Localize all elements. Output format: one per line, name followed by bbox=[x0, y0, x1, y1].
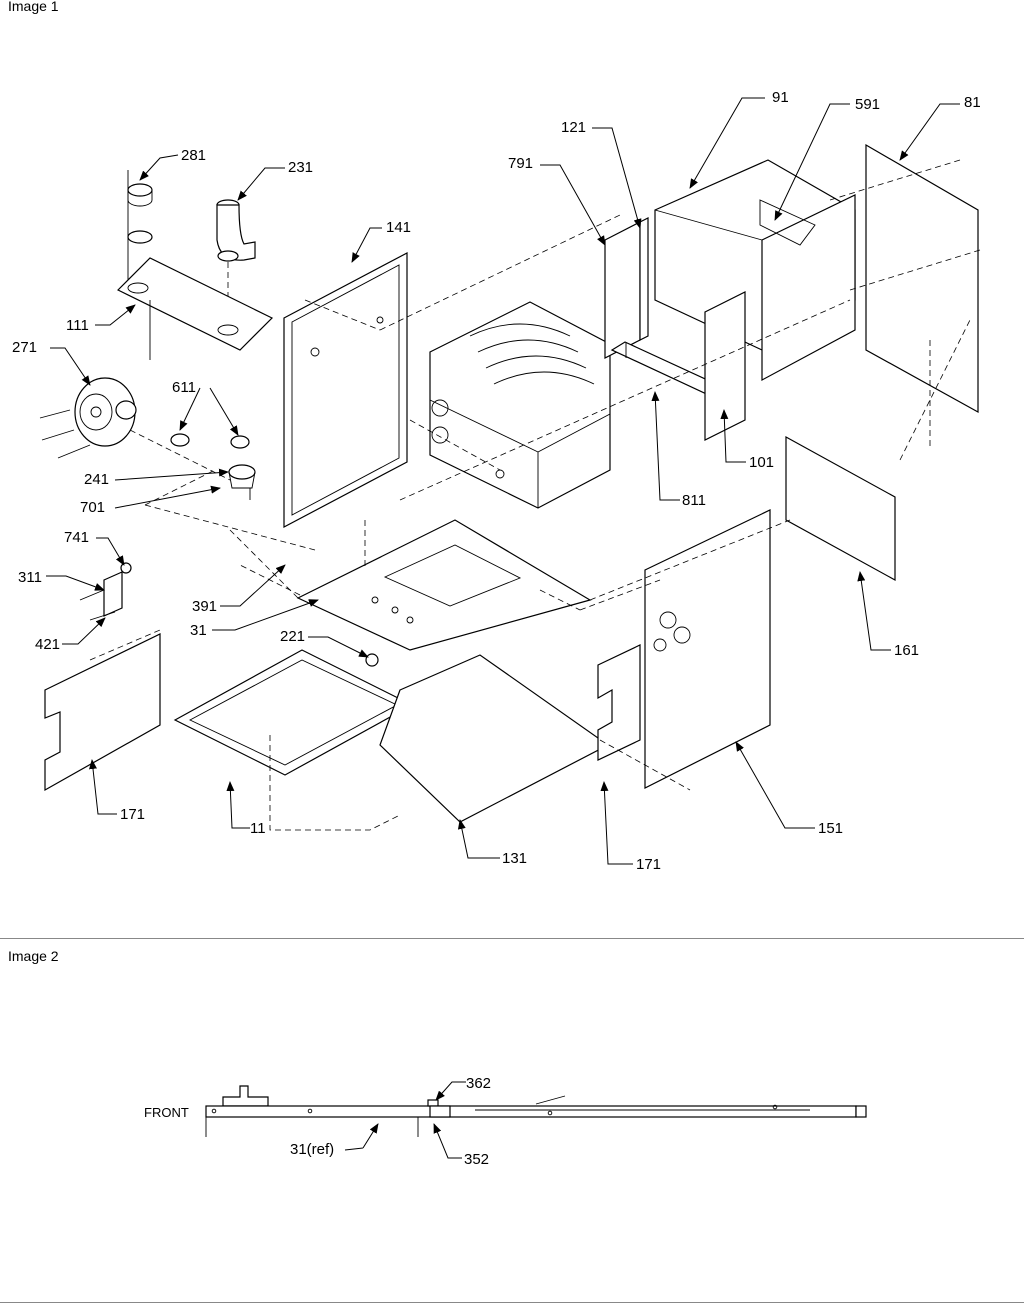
part-311-pressure-switch bbox=[80, 563, 131, 620]
part-161-door bbox=[786, 437, 895, 580]
callout-591: 591 bbox=[855, 96, 880, 113]
callout-311: 311 bbox=[18, 569, 42, 586]
callout-161: 161 bbox=[894, 642, 919, 659]
callout-101: 101 bbox=[749, 454, 774, 471]
callout-271: 271 bbox=[12, 339, 37, 356]
callout-231: 231 bbox=[288, 159, 313, 176]
callout-241: 241 bbox=[84, 471, 109, 488]
part-171-left-door bbox=[45, 634, 160, 790]
part-111-top-plate bbox=[118, 258, 272, 360]
part-221-grommet bbox=[366, 654, 378, 666]
callout-31: 31 bbox=[190, 622, 207, 639]
callout-151: 151 bbox=[818, 820, 843, 837]
part-791-121-panels bbox=[605, 218, 648, 358]
part-91-cabinet-wrapper bbox=[655, 160, 855, 380]
callout-281: 281 bbox=[181, 147, 206, 164]
front-label: FRONT bbox=[144, 1105, 189, 1120]
callout-221: 221 bbox=[280, 628, 305, 645]
callout-362: 362 bbox=[466, 1075, 491, 1092]
part-241-701-adapter bbox=[229, 465, 255, 500]
part-141-side-panel bbox=[284, 253, 407, 527]
callout-131: 131 bbox=[502, 850, 527, 867]
part-611-gaskets bbox=[171, 434, 249, 448]
callout-121: 121 bbox=[561, 119, 586, 136]
callout-111: 111 bbox=[66, 317, 89, 334]
callout-11: 11 bbox=[250, 820, 266, 837]
part-271-inducer-blower bbox=[40, 378, 230, 480]
image2-labels: FRONT 362 31(ref) 352 bbox=[144, 1075, 491, 1168]
part-131-bottom-panel bbox=[380, 655, 608, 822]
callout-352: 352 bbox=[464, 1151, 489, 1168]
callout-421: 421 bbox=[35, 636, 60, 653]
callout-81: 81 bbox=[964, 94, 981, 111]
callout-701: 701 bbox=[80, 499, 105, 516]
callout-171-left: 171 bbox=[120, 806, 145, 823]
callout-611: 611 bbox=[172, 379, 196, 396]
callout-391: 391 bbox=[192, 598, 217, 615]
callout-171-right: 171 bbox=[636, 856, 661, 873]
callout-811: 811 bbox=[682, 492, 706, 509]
callout-91: 91 bbox=[772, 89, 789, 106]
part-151-front-panel bbox=[645, 510, 770, 788]
callout-791: 791 bbox=[508, 155, 533, 172]
part-11-bottom-frame bbox=[175, 650, 412, 830]
callout-31-ref: 31(ref) bbox=[290, 1141, 334, 1158]
callout-141: 141 bbox=[386, 219, 411, 236]
callout-741: 741 bbox=[64, 529, 89, 546]
part-heat-exchanger bbox=[430, 302, 610, 508]
